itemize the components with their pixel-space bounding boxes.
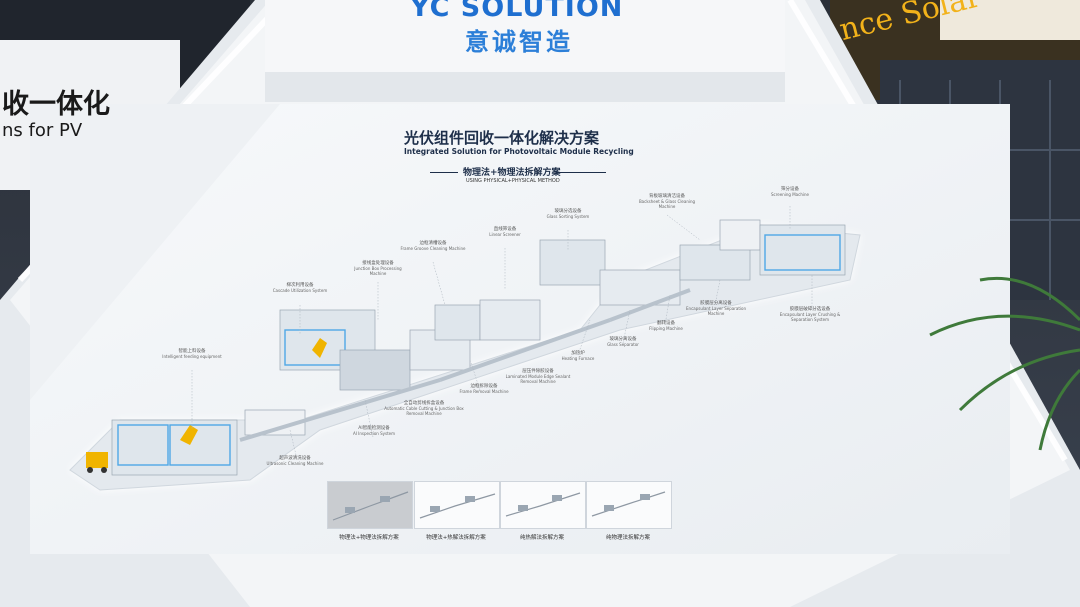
board-subtitle-en: USING PHYSICAL+PHYSICAL METHOD <box>466 178 560 184</box>
left-banner-en: ns for PV <box>2 120 82 141</box>
left-banner-cn: 收一体化 <box>2 82 110 121</box>
method-caption-4: 纯物理法拆解方案 <box>583 533 673 541</box>
board-title-cn: 光伏组件回收一体化解决方案 <box>404 127 599 148</box>
method-caption-1: 物理法+物理法拆解方案 <box>324 533 414 541</box>
subtitle-line-left <box>430 172 458 173</box>
method-caption-3: 纯热解法拆解方案 <box>497 533 587 541</box>
logo-text-en: YC SOLUTION <box>410 0 623 23</box>
method-thumb-4[interactable] <box>586 481 672 529</box>
method-thumb-3[interactable] <box>500 481 586 529</box>
subtitle-line-right <box>556 172 606 173</box>
method-caption-2: 物理法+热解法拆解方案 <box>411 533 501 541</box>
method-thumb-1[interactable] <box>327 481 413 529</box>
board-title-en: Integrated Solution for Photovoltaic Mod… <box>404 147 634 156</box>
logo-text-cn: 意诚智造 <box>465 22 573 57</box>
board-subtitle-cn: 物理法+物理法拆解方案 <box>463 165 561 178</box>
method-thumb-2[interactable] <box>414 481 500 529</box>
forklift-icon <box>86 452 108 468</box>
